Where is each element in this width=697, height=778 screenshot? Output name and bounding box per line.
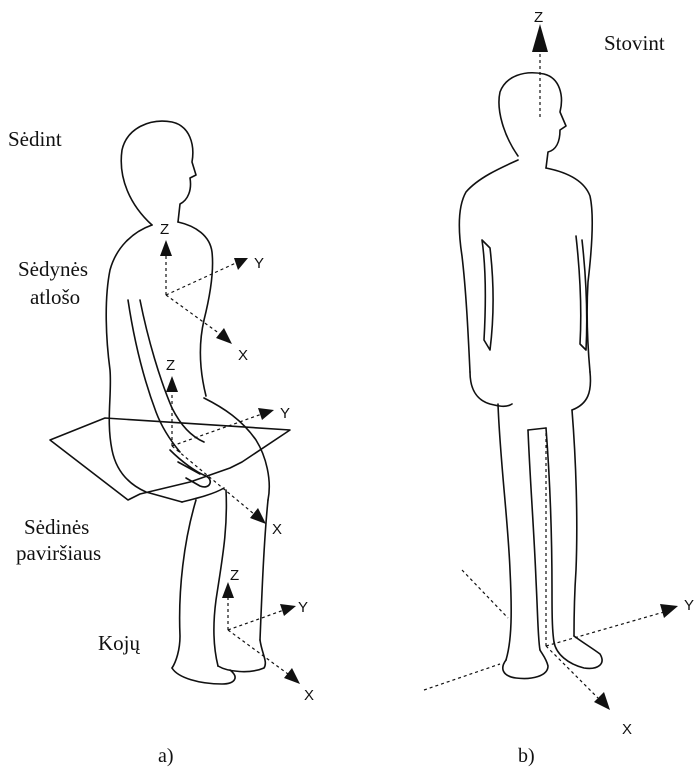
axis-seat-y: Y bbox=[280, 405, 290, 422]
title-standing: Stovint bbox=[604, 31, 665, 55]
label-seat-line1: Sėdinės bbox=[24, 515, 89, 539]
seat-plate bbox=[50, 418, 290, 500]
axis-seat-x: X bbox=[272, 521, 282, 538]
caption-b: b) bbox=[518, 745, 535, 767]
caption-a: a) bbox=[158, 745, 174, 767]
standing-person-figure bbox=[459, 73, 602, 679]
label-seat-line2: paviršiaus bbox=[16, 541, 101, 565]
label-back-line1: Sėdynės bbox=[18, 257, 88, 281]
title-seated: Sėdint bbox=[8, 127, 62, 151]
axes-back bbox=[160, 240, 248, 344]
panel-b-standing: Stovint Z Y X b) bbox=[424, 9, 694, 767]
axis-standing-z: Z bbox=[534, 9, 543, 26]
axis-back-z: Z bbox=[160, 221, 169, 238]
panel-a-seated: Sėdint Sėdynės atlošo Sėdinės paviršiaus… bbox=[8, 121, 314, 767]
axis-feet-y: Y bbox=[298, 599, 308, 616]
label-back-line2: atlošo bbox=[30, 285, 80, 309]
axes-standing bbox=[532, 24, 678, 710]
axis-standing-x: X bbox=[622, 721, 632, 738]
axis-back-x: X bbox=[238, 347, 248, 364]
seated-person-figure bbox=[106, 121, 269, 684]
axis-back-y: Y bbox=[254, 255, 264, 272]
axis-seat-z: Z bbox=[166, 357, 175, 374]
axis-feet-x: X bbox=[304, 687, 314, 704]
axis-feet-z: Z bbox=[230, 567, 239, 584]
axis-standing-y: Y bbox=[684, 597, 694, 614]
label-feet: Kojų bbox=[98, 631, 141, 655]
